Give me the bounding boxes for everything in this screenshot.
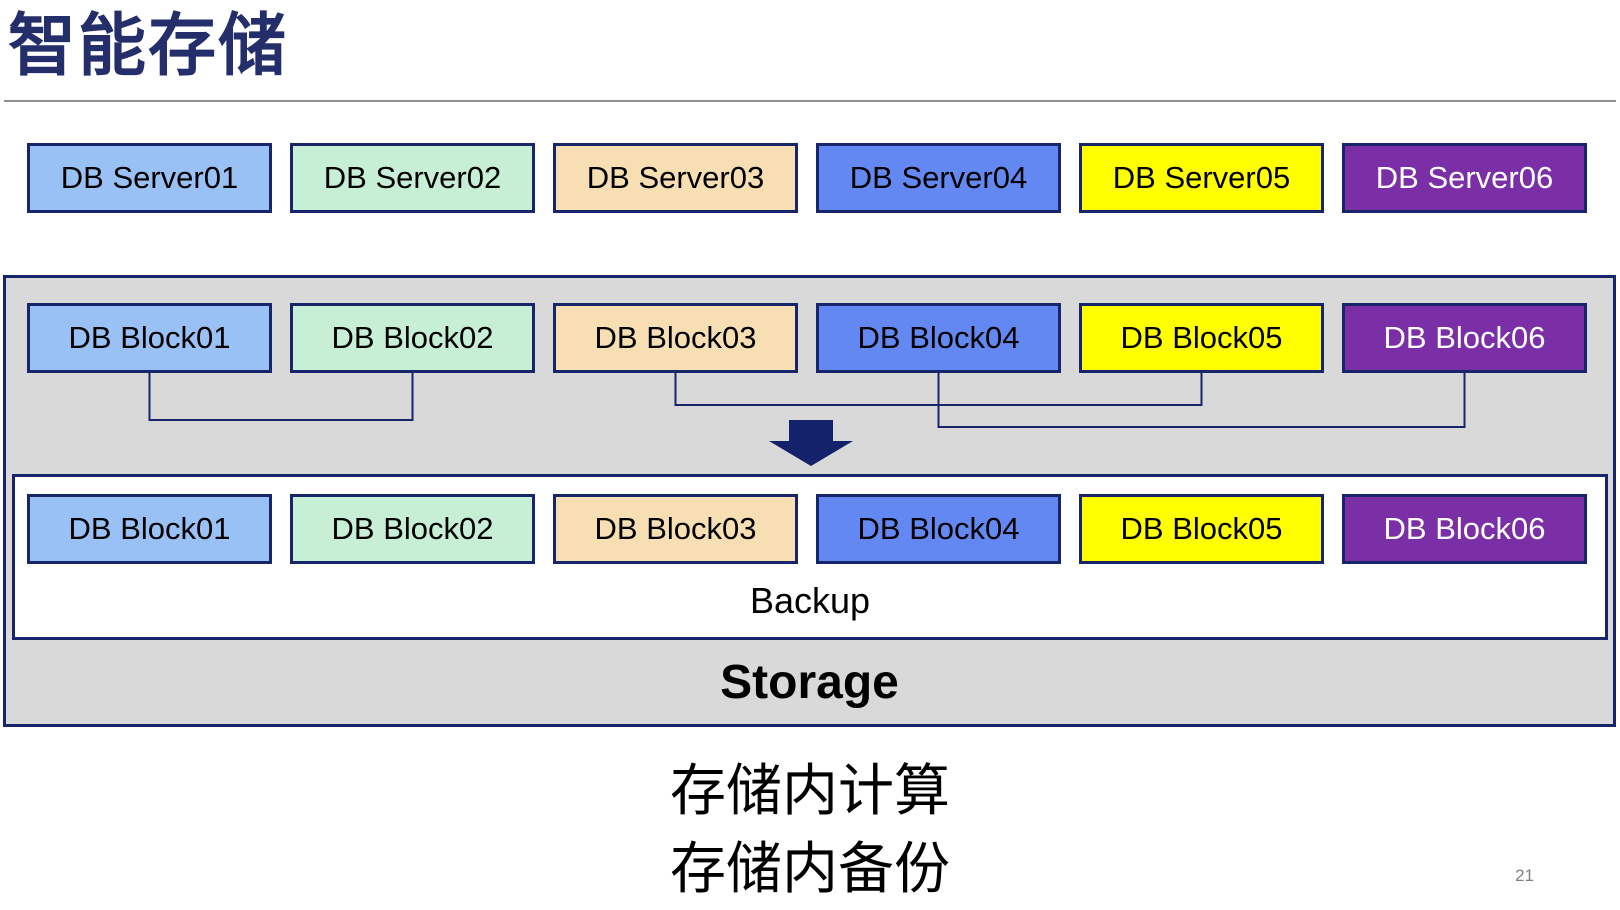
- caption-line-compute: 存储内计算: [670, 759, 950, 822]
- backup-label: Backup: [749, 579, 871, 621]
- db-server-02-box: DB Server02: [290, 143, 535, 213]
- caption-line-backup: 存储内备份: [670, 837, 950, 900]
- db-block-source-05-box: DB Block05: [1079, 303, 1324, 373]
- db-block-backup-02-box: DB Block02: [290, 494, 535, 564]
- page-number: 21: [1515, 866, 1534, 885]
- title-divider: [4, 100, 1616, 102]
- db-block-source-01-box: DB Block01: [27, 303, 272, 373]
- storage-label: Storage: [720, 656, 899, 709]
- db-block-backup-04-box: DB Block04: [816, 494, 1061, 564]
- db-block-backup-05-box: DB Block05: [1079, 494, 1324, 564]
- db-server-05-box: DB Server05: [1079, 143, 1324, 213]
- db-server-03-box: DB Server03: [553, 143, 798, 213]
- db-block-source-04-box: DB Block04: [816, 303, 1061, 373]
- db-block-source-06-box: DB Block06: [1342, 303, 1587, 373]
- page-title: 智能存储: [8, 8, 289, 84]
- db-block-backup-01-box: DB Block01: [27, 494, 272, 564]
- db-server-04-box: DB Server04: [816, 143, 1061, 213]
- db-block-backup-06-box: DB Block06: [1342, 494, 1587, 564]
- db-block-backup-03-box: DB Block03: [553, 494, 798, 564]
- db-block-source-02-box: DB Block02: [290, 303, 535, 373]
- caption: 存储内计算 存储内备份: [0, 752, 1620, 908]
- db-server-01-box: DB Server01: [27, 143, 272, 213]
- db-server-06-box: DB Server06: [1342, 143, 1587, 213]
- db-block-source-03-box: DB Block03: [553, 303, 798, 373]
